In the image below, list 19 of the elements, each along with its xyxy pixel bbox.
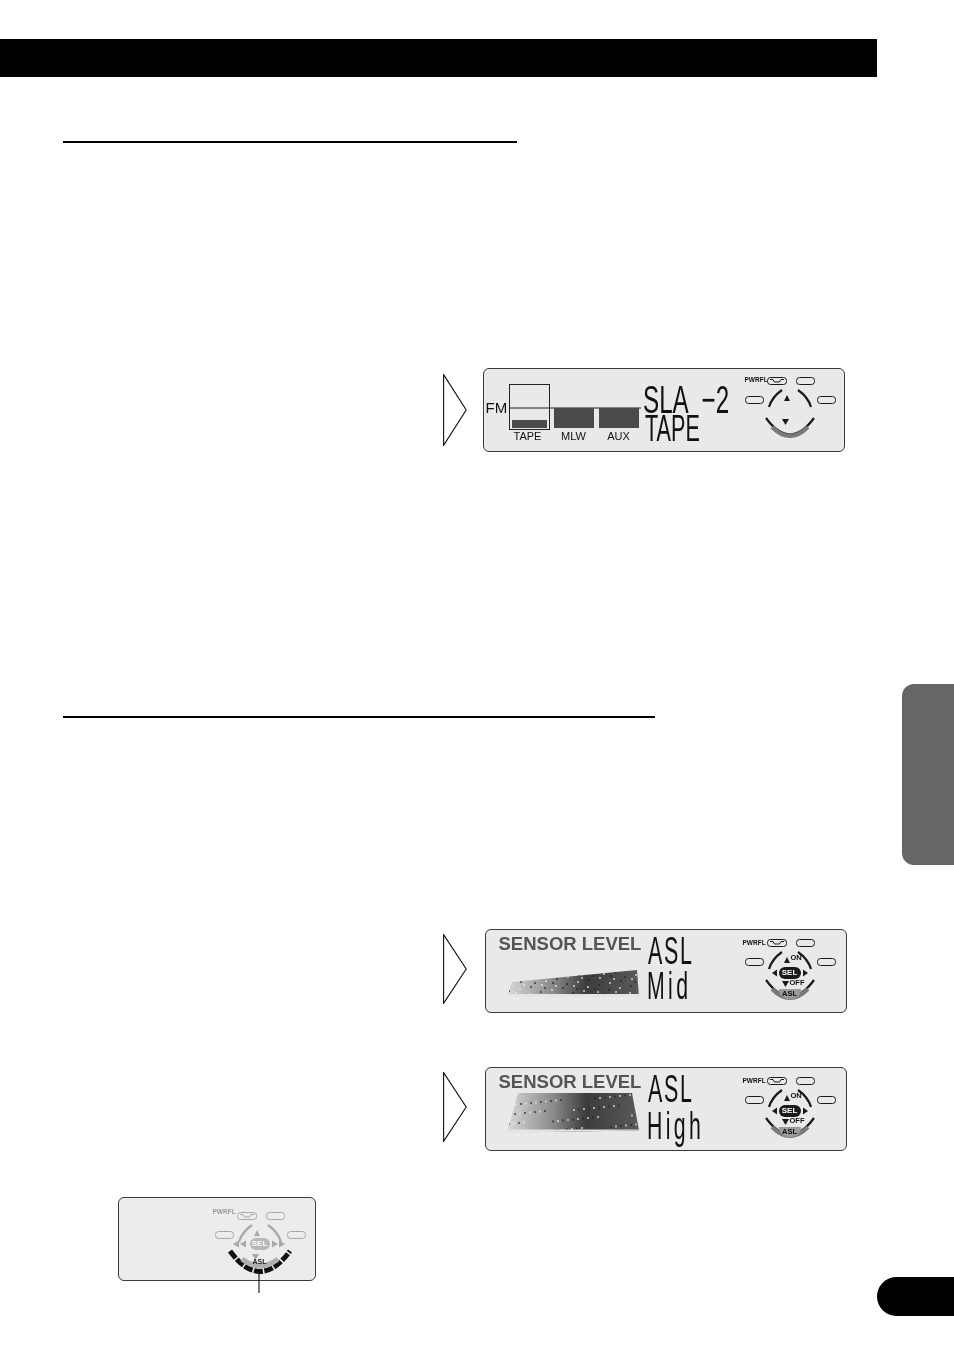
display-panel [485, 1067, 847, 1151]
leader-line [258, 1272, 260, 1294]
display-label: MLW [561, 430, 586, 443]
lcd-readout: ASL [647, 934, 693, 968]
display-label: AUX [607, 430, 630, 443]
display-panel [483, 368, 845, 452]
lcd-readout: Mid [646, 970, 691, 1003]
display-panel [118, 1197, 316, 1281]
side-tab [902, 684, 954, 865]
page-number-tab [877, 1277, 954, 1316]
lcd-readout: ASL [647, 1072, 693, 1106]
display-heading: SENSOR LEVEL [498, 932, 642, 954]
sel-button: SEL [249, 1237, 270, 1250]
display-label: FM [485, 399, 508, 417]
lcd-readout: TAPE [644, 413, 700, 445]
display-heading: SENSOR LEVEL [498, 1070, 642, 1092]
lcd-readout: High [646, 1105, 704, 1148]
display-label: TAPE [513, 430, 542, 443]
display-panel [485, 929, 847, 1013]
